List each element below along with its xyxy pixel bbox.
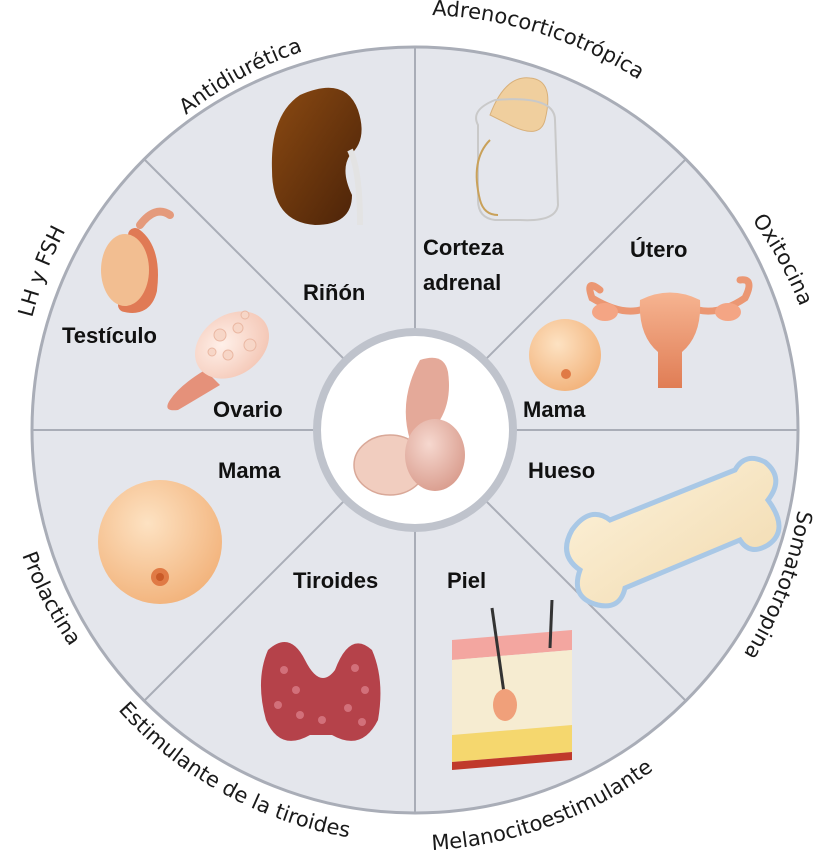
organ-label-corteza-line1: Corteza [423,235,504,260]
breast-icon-oxitocina [529,319,601,391]
organ-label-mama-oxitocina: Mama [523,397,586,422]
organ-label-rinon: Riñón [303,280,365,305]
organ-label-utero: Útero [630,237,687,262]
organ-label-testiculo: Testículo [62,323,157,348]
breast-icon-prolactina [98,480,222,604]
organ-label-corteza-line2: adrenal [423,270,501,295]
organ-label-tiroides: Tiroides [293,568,378,593]
organ-label-mama-prolactina: Mama [218,458,281,483]
organ-label-ovario: Ovario [213,397,283,422]
organ-label-hueso: Hueso [528,458,595,483]
organ-label-piel: Piel [447,568,486,593]
